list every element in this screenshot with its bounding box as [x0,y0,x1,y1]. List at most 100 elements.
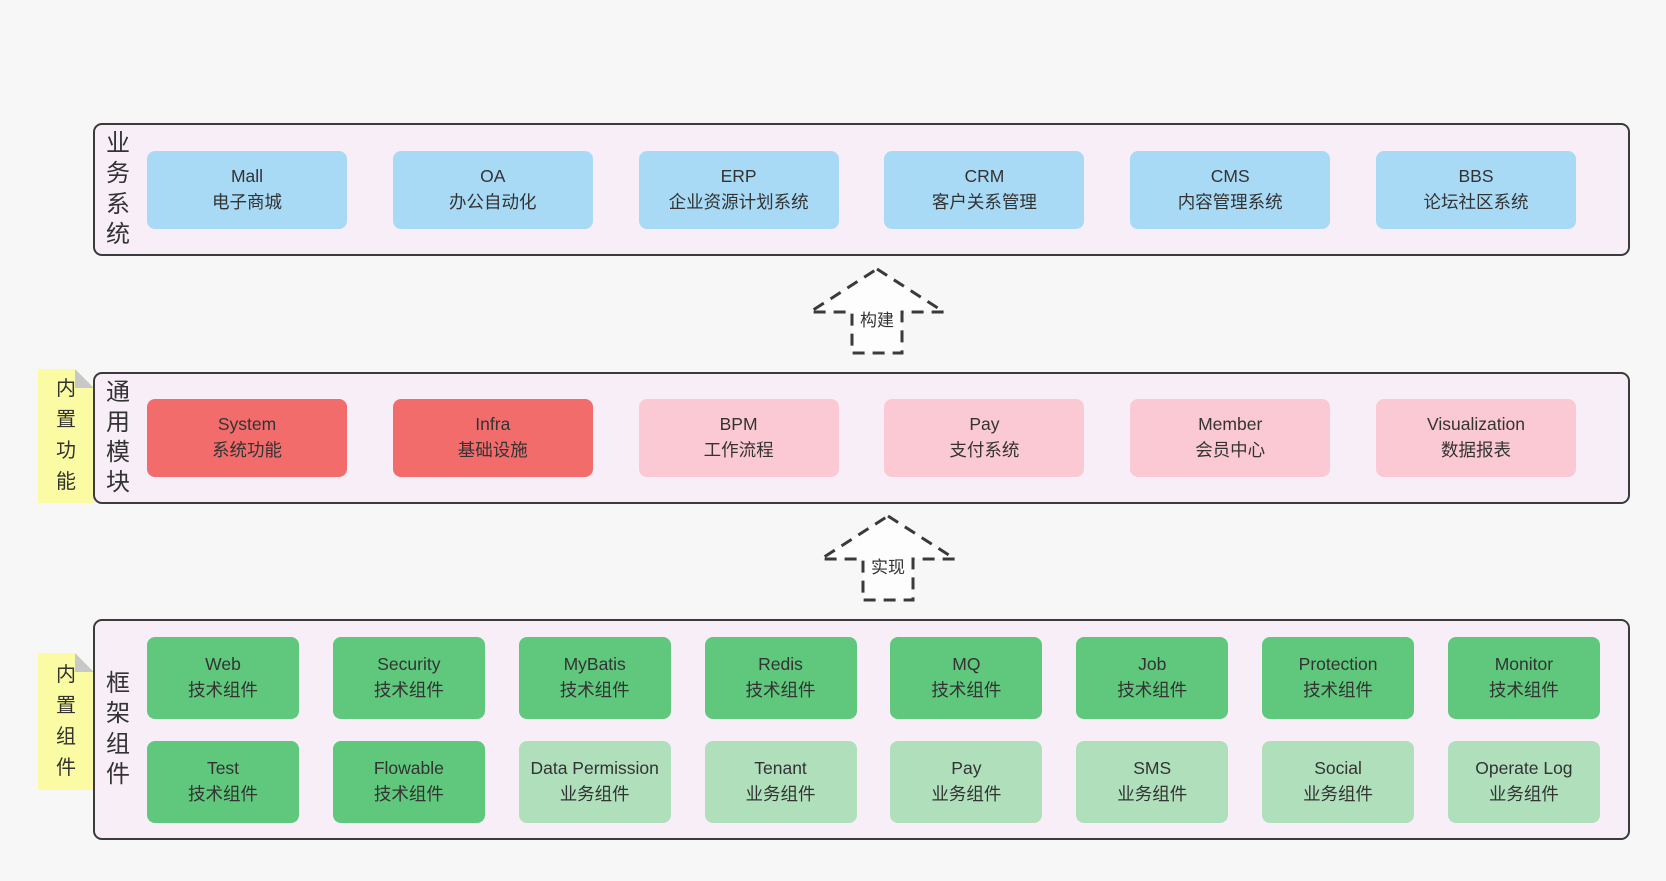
layer-framework-components-label: 框架组件 [106,670,130,788]
layer-framework-components: 框架组件 Web 技术组件 Security 技术组件 MyBatis 技术组件… [93,619,1630,840]
box-subtitle: 论坛社区系统 [1423,191,1529,212]
box-title: MyBatis [563,653,626,674]
box-monitor: Monitor 技术组件 [1447,636,1600,719]
box-subtitle: 业务组件 [931,783,1002,804]
box-subtitle: 业务组件 [1117,783,1188,804]
box-title: Test [206,757,240,778]
box-bpm: BPM 工作流程 [638,399,839,477]
box-subtitle: 系统功能 [212,440,282,460]
box-crm: CRM 客户关系管理 [884,150,1085,229]
box-title: Data Permission [530,757,659,778]
box-visualization: Visualization 数据报表 [1375,399,1576,477]
box-title: CRM [964,165,1005,186]
box-title: Social [1314,757,1362,778]
box-title: System [217,414,277,435]
box-title: BPM [719,414,758,435]
framework-row-2: Test 技术组件 Flowable 技术组件 Data Permission … [147,740,1600,823]
box-mybatis: MyBatis 技术组件 [518,636,671,719]
layer-framework-components-boxes: Web 技术组件 Security 技术组件 MyBatis 技术组件 Redi… [147,621,1600,838]
box-title: Protection [1298,653,1378,674]
tag-built-in-components: 内置组件 [38,653,94,790]
layer-common-modules-label: 通用模块 [106,378,130,497]
box-title: Infra [475,414,511,435]
layer-common-modules: 通用模块 System 系统功能 Infra 基础设施 BPM 工作流程 Pay… [93,372,1630,504]
box-subtitle: 技术组件 [1117,679,1188,700]
box-title: MQ [952,653,981,674]
box-subtitle: 技术组件 [373,783,444,804]
box-title: Flowable [373,757,444,778]
box-title: Pay [969,414,1000,435]
box-cms: CMS 内容管理系统 [1130,150,1331,229]
box-mq: MQ 技术组件 [890,636,1043,719]
box-flowable: Flowable 技术组件 [332,740,485,823]
box-title: Mall [230,165,264,186]
box-subtitle: 工作流程 [703,440,774,460]
box-pay-component: Pay 业务组件 [890,740,1043,823]
layer-label-column: 业务系统 [95,125,141,254]
box-subtitle: 业务组件 [745,783,816,804]
box-title: Monitor [1494,653,1554,674]
box-oa: OA 办公自动化 [392,150,593,229]
layer-business-systems-boxes: Mall 电子商城 OA 办公自动化 ERP 企业资源计划系统 CRM 客户关系… [147,125,1576,254]
box-redis: Redis 技术组件 [704,636,857,719]
box-tenant: Tenant 业务组件 [704,740,857,823]
box-subtitle: 企业资源计划系统 [668,191,809,212]
build-arrow: 构建 [807,266,947,356]
folded-corner-icon [75,369,94,388]
box-subtitle: 支付系统 [949,440,1020,460]
box-erp: ERP 企业资源计划系统 [638,150,839,229]
layer-common-modules-boxes: System 系统功能 Infra 基础设施 BPM 工作流程 Pay 支付系统… [147,374,1576,502]
folded-corner-icon [75,653,94,672]
box-protection: Protection 技术组件 [1262,636,1415,719]
box-test: Test 技术组件 [147,740,299,823]
box-title: Security [377,653,441,674]
box-subtitle: 办公自动化 [449,191,537,212]
box-title: OA [480,165,506,186]
box-subtitle: 会员中心 [1195,440,1266,460]
implement-arrow-label: 实现 [869,553,907,578]
box-job: Job 技术组件 [1076,636,1229,719]
box-subtitle: 技术组件 [188,783,258,804]
tag-built-in-features-label: 内置功能 [56,378,76,493]
box-subtitle: 技术组件 [373,679,444,700]
box-title: SMS [1133,757,1172,778]
box-subtitle: 技术组件 [931,679,1002,700]
box-subtitle: 客户关系管理 [931,191,1037,212]
box-subtitle: 技术组件 [1303,679,1374,700]
box-title: BBS [1458,165,1494,186]
box-sms: SMS 业务组件 [1076,740,1229,823]
box-subtitle: 技术组件 [188,679,258,700]
box-title: Job [1138,653,1167,674]
box-title: Tenant [754,757,807,778]
box-system: System 系统功能 [147,399,347,477]
box-operate-log: Operate Log 业务组件 [1447,740,1600,823]
tag-built-in-components-label: 内置组件 [56,663,76,779]
box-subtitle: 技术组件 [1488,679,1559,700]
box-title: Pay [951,757,982,778]
box-social: Social 业务组件 [1262,740,1415,823]
box-infra: Infra 基础设施 [392,399,593,477]
box-subtitle: 电子商城 [212,191,282,212]
box-data-permission: Data Permission 业务组件 [518,740,671,823]
box-subtitle: 内容管理系统 [1177,191,1283,212]
box-title: Visualization [1427,414,1525,435]
box-title: Member [1198,414,1263,435]
box-web: Web 技术组件 [147,636,299,719]
box-security: Security 技术组件 [332,636,485,719]
box-subtitle: 业务组件 [1303,783,1374,804]
box-title: CMS [1210,165,1250,186]
layer-business-systems: 业务系统 Mall 电子商城 OA 办公自动化 ERP 企业资源计划系统 CRM… [93,123,1630,256]
box-subtitle: 业务组件 [559,783,630,804]
layer-label-column: 通用模块 [95,374,141,502]
layer-business-systems-label: 业务系统 [106,130,130,248]
box-pay-module: Pay 支付系统 [884,399,1085,477]
box-bbs: BBS 论坛社区系统 [1375,150,1576,229]
box-subtitle: 技术组件 [559,679,630,700]
build-arrow-label: 构建 [858,306,896,331]
box-title: Redis [758,653,803,674]
layer-label-column: 框架组件 [95,621,141,838]
box-member: Member 会员中心 [1130,399,1331,477]
box-title: ERP [720,165,757,186]
tag-built-in-features: 内置功能 [38,369,94,503]
